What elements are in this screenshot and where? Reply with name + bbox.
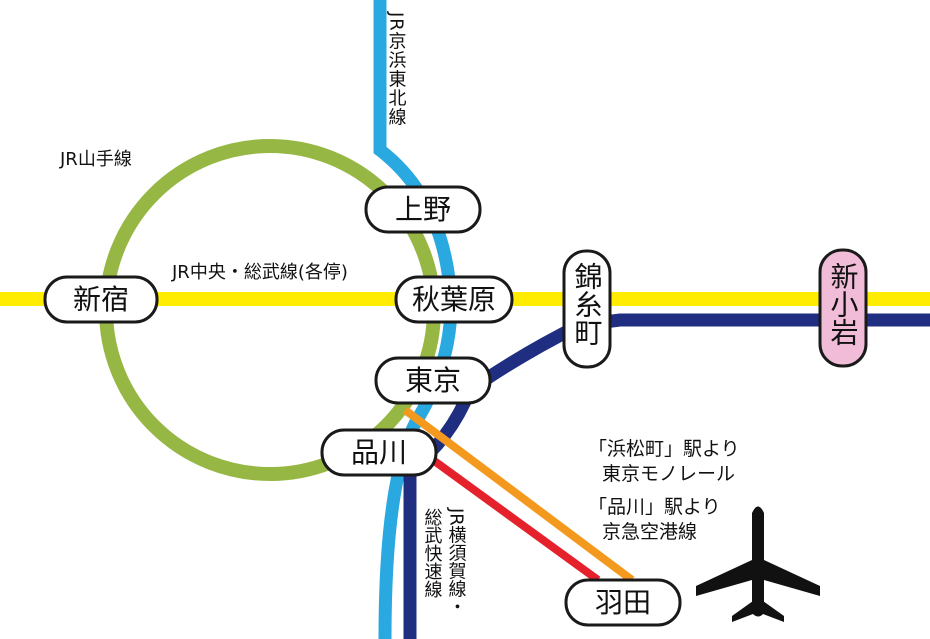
chuo-sobu-label: JR中央・総武線(各停) <box>171 262 348 283</box>
yamanote-label: JR山手線 <box>59 149 132 170</box>
station-shinagawa[interactable]: 品川 <box>320 428 438 477</box>
keihin-tohoku-label: JR京浜東北線 <box>386 11 407 127</box>
monorail-note-line-2: 東京モノレール <box>602 463 735 485</box>
station-label: 新宿 <box>73 283 129 316</box>
keikyu-note-line-1: 「品川」駅より <box>588 496 721 518</box>
station-shinjuku[interactable]: 新宿 <box>43 275 159 324</box>
station-label: 東京 <box>405 364 461 397</box>
keikyu-note-line-2: 京急空港線 <box>602 521 697 543</box>
airplane-icon <box>696 506 820 622</box>
station-haneda[interactable]: 羽田 <box>564 578 682 627</box>
station-ueno[interactable]: 上野 <box>364 185 482 234</box>
station-kinshicho[interactable]: 錦糸町 <box>562 249 612 369</box>
station-label: 秋葉原 <box>412 283 496 316</box>
yokosuka-line-label: JR横須賀線・ <box>446 507 467 616</box>
keikyu-line <box>419 448 601 584</box>
station-tokyo[interactable]: 東京 <box>374 356 492 405</box>
monorail-note-line-1: 「浜松町」駅より <box>588 438 740 460</box>
station-label: 品川 <box>351 436 407 469</box>
station-akihabara[interactable]: 秋葉原 <box>394 275 514 324</box>
station-label: 新小岩 <box>827 262 860 346</box>
station-shin-koiwa[interactable]: 新小岩 <box>818 248 868 368</box>
sobu-rapid-label: 総武快速線 <box>422 508 443 598</box>
station-label: 羽田 <box>595 586 651 619</box>
station-label: 錦糸町 <box>571 262 604 346</box>
station-label: 上野 <box>395 193 451 226</box>
tokyo-monorail-line <box>402 406 635 584</box>
